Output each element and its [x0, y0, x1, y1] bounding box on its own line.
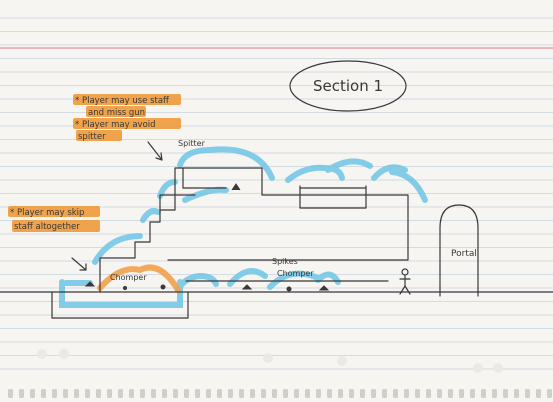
- binding-hole: [525, 389, 530, 398]
- binding-hole: [19, 389, 24, 398]
- note-2-line2: spitter: [78, 132, 106, 142]
- binding-hole: [107, 389, 112, 398]
- binding-hole: [514, 389, 519, 398]
- punch-hole: [337, 356, 347, 366]
- punch-hole: [493, 363, 503, 373]
- binding-hole: [250, 389, 255, 398]
- binding-hole: [547, 389, 552, 398]
- binding-hole: [470, 389, 475, 398]
- binding-hole: [162, 389, 167, 398]
- binding-hole: [316, 389, 321, 398]
- binding-hole: [294, 389, 299, 398]
- note-3-line1: * Player may skip: [10, 208, 84, 218]
- punch-hole: [473, 363, 483, 373]
- note-3-line2: staff altogether: [14, 222, 80, 232]
- binding-hole: [63, 389, 68, 398]
- binding-hole: [492, 389, 497, 398]
- binding-hole: [327, 389, 332, 398]
- binding-hole: [338, 389, 343, 398]
- binding-hole: [261, 389, 266, 398]
- binding-hole: [371, 389, 376, 398]
- binding-holes: [8, 349, 552, 398]
- binding-hole: [118, 389, 123, 398]
- binding-hole: [184, 389, 189, 398]
- binding-hole: [151, 389, 156, 398]
- binding-hole: [41, 389, 46, 398]
- chomper-right-label: Chomper: [277, 269, 314, 278]
- binding-hole: [96, 389, 101, 398]
- binding-hole: [129, 389, 134, 398]
- binding-hole: [195, 389, 200, 398]
- binding-hole: [426, 389, 431, 398]
- binding-hole: [393, 389, 398, 398]
- binding-hole: [503, 389, 508, 398]
- binding-hole: [272, 389, 277, 398]
- binding-hole: [536, 389, 541, 398]
- spikes-label: Spikes: [272, 257, 298, 266]
- binding-hole: [415, 389, 420, 398]
- binding-hole: [448, 389, 453, 398]
- note-1-line2: and miss gun: [88, 108, 145, 118]
- ruled-lines: [0, 18, 553, 369]
- punch-hole: [263, 353, 273, 363]
- binding-hole: [349, 389, 354, 398]
- note-1-line1: * Player may use staff: [75, 96, 170, 106]
- binding-hole: [140, 389, 145, 398]
- binding-hole: [8, 389, 13, 398]
- binding-hole: [85, 389, 90, 398]
- binding-hole: [239, 389, 244, 398]
- binding-hole: [52, 389, 57, 398]
- binding-hole: [217, 389, 222, 398]
- binding-hole: [74, 389, 79, 398]
- section-label: Section 1: [313, 77, 383, 95]
- binding-hole: [30, 389, 35, 398]
- binding-hole: [228, 389, 233, 398]
- binding-hole: [206, 389, 211, 398]
- spitter-label: Spitter: [178, 139, 206, 148]
- binding-hole: [459, 389, 464, 398]
- binding-hole: [360, 389, 365, 398]
- binding-hole: [173, 389, 178, 398]
- punch-hole: [37, 349, 47, 359]
- binding-hole: [305, 389, 310, 398]
- punch-hole: [59, 349, 69, 359]
- binding-hole: [382, 389, 387, 398]
- chomper-left-label: Chomper: [110, 273, 147, 282]
- portal-label: Portal: [451, 249, 477, 259]
- binding-hole: [481, 389, 486, 398]
- note-2-line1: * Player may avoid: [75, 120, 156, 130]
- binding-hole: [283, 389, 288, 398]
- binding-hole: [404, 389, 409, 398]
- binding-hole: [437, 389, 442, 398]
